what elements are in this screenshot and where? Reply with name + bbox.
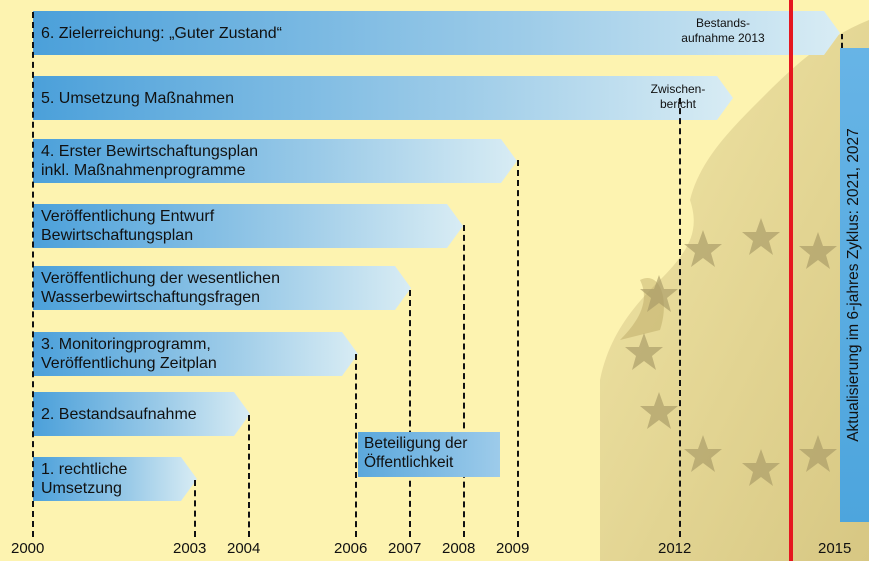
year-label-2004: 2004 bbox=[227, 540, 261, 557]
arrow-label: 2. Bestandsaufnahme bbox=[41, 405, 197, 423]
arrow-water-management-issues: Veröffentlichung der wesentlichen Wasser… bbox=[33, 266, 411, 310]
arrow-label: 3. Monitoringprogramm, Veröffentlichung … bbox=[41, 336, 217, 372]
arrow-label: 5. Umsetzung Maßnahmen bbox=[41, 89, 234, 107]
arrow-legal-implementation: 1. rechtliche Umsetzung bbox=[33, 457, 197, 501]
note-interim-report: Zwischen- bericht bbox=[650, 82, 706, 111]
arrow-inventory: 2. Bestandsaufnahme bbox=[33, 392, 250, 436]
year-label-2008: 2008 bbox=[442, 540, 476, 557]
year-label-2012: 2012 bbox=[658, 540, 692, 557]
arrow-label: Veröffentlichung Entwurf Bewirtschaftung… bbox=[41, 208, 215, 244]
arrow-first-management-plan: 4. Erster Bewirtschaftungsplan inkl. Maß… bbox=[33, 139, 517, 183]
current-date-marker bbox=[789, 0, 793, 561]
arrow-label: Veröffentlichung der wesentlichen Wasser… bbox=[41, 270, 280, 306]
arrow-label: 4. Erster Bewirtschaftungsplan inkl. Maß… bbox=[41, 143, 258, 179]
year-line-2000 bbox=[32, 12, 34, 537]
note-inventory-2013: Bestands- aufnahme 2013 bbox=[681, 16, 765, 45]
year-label-2007: 2007 bbox=[388, 540, 422, 557]
year-label-2006: 2006 bbox=[334, 540, 368, 557]
eu-stars bbox=[625, 218, 837, 486]
arrow-label: 6. Zielerreichung: „Guter Zustand“ bbox=[41, 24, 282, 42]
year-line-2003 bbox=[194, 480, 196, 537]
year-line-2004 bbox=[248, 415, 250, 537]
arrow-label: 1. rechtliche Umsetzung bbox=[41, 461, 128, 497]
arrow-draft-plan: Veröffentlichung Entwurf Bewirtschaftung… bbox=[33, 204, 463, 248]
arrow-goal-good-status: 6. Zielerreichung: „Guter Zustand“ bbox=[33, 11, 840, 55]
year-line-2015 bbox=[841, 34, 843, 48]
year-line-2012 bbox=[679, 98, 681, 537]
year-line-2006 bbox=[355, 354, 357, 537]
year-label-2003: 2003 bbox=[173, 540, 207, 557]
year-line-2007 bbox=[409, 290, 411, 537]
arrow-implement-measures: 5. Umsetzung Maßnahmen bbox=[33, 76, 733, 120]
year-label-2009: 2009 bbox=[496, 540, 530, 557]
year-line-2008 bbox=[463, 225, 465, 537]
year-label-2000: 2000 bbox=[11, 540, 45, 557]
update-cycle-bar bbox=[840, 48, 869, 522]
year-line-2009 bbox=[517, 160, 519, 537]
arrow-monitoring: 3. Monitoringprogramm, Veröffentlichung … bbox=[33, 332, 358, 376]
year-label-2015: 2015 bbox=[818, 540, 852, 557]
public-participation-box: Beteiligung der Öffentlichkeit bbox=[358, 432, 500, 477]
update-cycle-label: Aktualisierung im 6-jahres Zyklus: 2021,… bbox=[845, 128, 862, 442]
